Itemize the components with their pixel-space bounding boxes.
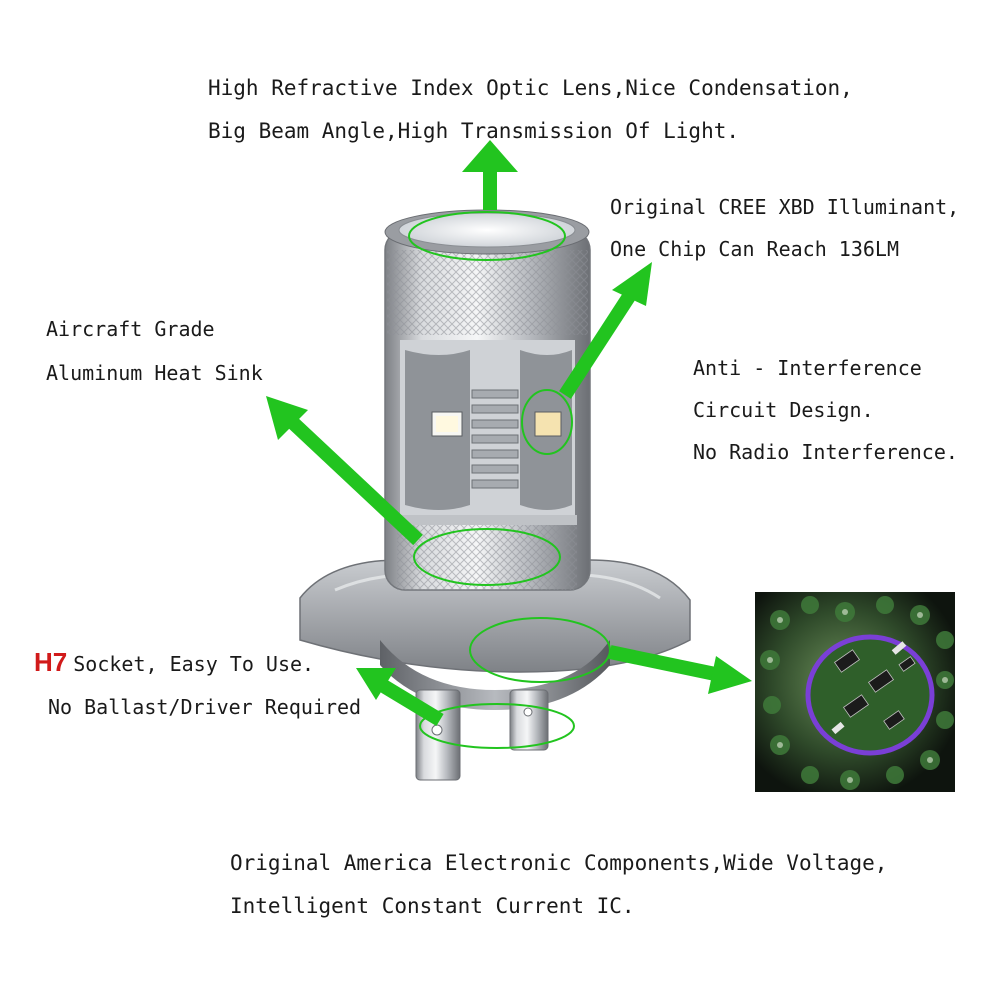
heat-sink-fins (471, 389, 519, 489)
callout-arrows (266, 140, 752, 726)
circuit-board-photo (755, 592, 955, 792)
socket-callout-line2: No Ballast/Driver Required (48, 695, 362, 719)
socket-callout-text: Socket, Easy To Use. (73, 652, 315, 676)
interference-callout-line1: Anti - Interference (693, 356, 922, 380)
cree-callout-line2: One Chip Can Reach 136LM (610, 237, 899, 261)
interference-callout-line2: Circuit Design. (693, 398, 874, 422)
lens-callout-line1: High Refractive Index Optic Lens,Nice Co… (208, 76, 853, 100)
components-callout-line2: Intelligent Constant Current IC. (230, 894, 635, 918)
lens-callout-line2: Big Beam Angle,High Transmission Of Ligh… (208, 119, 740, 143)
cree-callout-line1: Original CREE XBD Illuminant, (610, 195, 960, 219)
heat-sink-callout-line1: Aircraft Grade (46, 317, 215, 341)
highlight-circles (408, 211, 611, 749)
heat-sink-callout-line2: Aluminum Heat Sink (46, 361, 263, 385)
h7-label: H7 (34, 647, 68, 677)
aluminum-body (384, 209, 591, 591)
interference-callout-line3: No Radio Interference. (693, 440, 958, 464)
circuit-ring (805, 634, 935, 756)
components-callout-line1: Original America Electronic Components,W… (230, 851, 888, 875)
led-chip (534, 411, 562, 437)
